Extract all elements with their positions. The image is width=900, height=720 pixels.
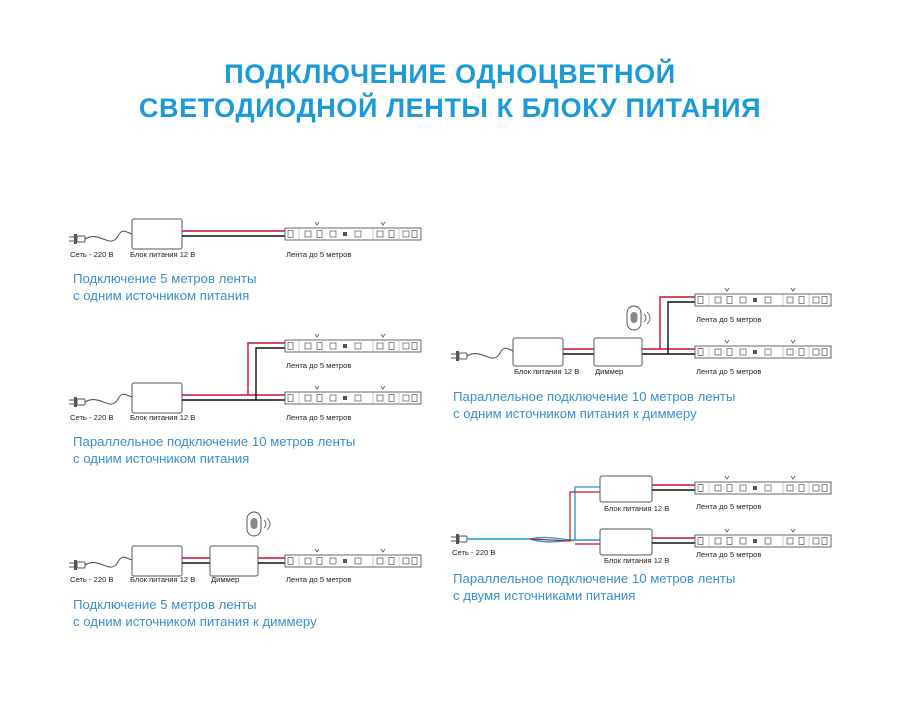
page-title-line1: ПОДКЛЮЧЕНИЕ ОДНОЦВЕТНОЙ	[224, 59, 676, 89]
scheme-3-diagram	[68, 511, 422, 577]
scheme-4-caption-line1: Параллельное подключение 10 метров ленты	[453, 389, 736, 404]
scheme-2-diagram	[68, 333, 422, 414]
strip-label: Лента до 5 метров	[286, 575, 352, 584]
remote-control-icon	[626, 305, 651, 331]
psu-label: Блок питания 12 В	[130, 575, 196, 584]
mains-label: Сеть - 220 В	[452, 548, 496, 557]
dimmer-label: Диммер	[211, 575, 240, 584]
led-strip-icon	[284, 333, 422, 353]
scheme-5-caption: Параллельное подключение 10 метров ленты…	[453, 570, 735, 604]
strip-label: Лента до 5 метров	[696, 315, 762, 324]
remote-control-icon	[246, 511, 271, 537]
plug-icon	[68, 559, 86, 571]
led-strip-icon	[284, 221, 422, 241]
mains-label: Сеть - 220 В	[70, 250, 114, 259]
led-strip-icon	[694, 339, 832, 359]
led-strip-icon	[694, 475, 832, 495]
led-strip-icon	[284, 548, 422, 568]
plug-icon	[450, 350, 468, 362]
psu-box	[131, 545, 183, 577]
scheme-4-diagram	[450, 287, 832, 367]
dimmer-label: Диммер	[595, 367, 624, 376]
scheme-2-caption: Параллельное подключение 10 метров ленты…	[73, 433, 355, 467]
psu-box	[512, 337, 564, 367]
scheme-5-caption-line2: с двумя источниками питания	[453, 588, 636, 603]
psu-label: Блок питания 12 В	[130, 413, 196, 422]
mains-label: Сеть - 220 В	[70, 413, 114, 422]
scheme-4-caption: Параллельное подключение 10 метров ленты…	[453, 388, 735, 422]
scheme-2-caption-line1: Параллельное подключение 10 метров ленты	[73, 434, 356, 449]
psu-box	[599, 528, 653, 556]
led-strip-icon	[284, 385, 422, 405]
mains-label: Сеть - 220 В	[70, 575, 114, 584]
strip-label: Лента до 5 метров	[696, 550, 762, 559]
strip-label: Лента до 5 метров	[286, 413, 352, 422]
psu-label: Блок питания 12 В	[130, 250, 196, 259]
scheme-1-caption-line1: Подключение 5 метров ленты	[73, 271, 257, 286]
psu-box	[131, 382, 183, 414]
plug-icon	[68, 396, 86, 408]
scheme-4-caption-line2: с одним источником питания к диммеру	[453, 406, 697, 421]
scheme-3-caption-line1: Подключение 5 метров ленты	[73, 597, 257, 612]
dimmer-box	[209, 545, 259, 577]
strip-label: Лента до 5 метров	[286, 361, 352, 370]
strip-label: Лента до 5 метров	[286, 250, 352, 259]
scheme-1-diagram	[68, 218, 422, 250]
plug-icon	[450, 533, 468, 545]
led-strip-icon	[694, 528, 832, 548]
strip-label: Лента до 5 метров	[696, 367, 762, 376]
scheme-5-caption-line1: Параллельное подключение 10 метров ленты	[453, 571, 736, 586]
psu-label: Блок питания 12 В	[514, 367, 580, 376]
psu-label: Блок питания 12 В	[604, 504, 670, 513]
page-title-line2: СВЕТОДИОДНОЙ ЛЕНТЫ К БЛОКУ ПИТАНИЯ	[138, 93, 762, 123]
psu-box	[131, 218, 183, 250]
scheme-3-caption: Подключение 5 метров ленты с одним источ…	[73, 596, 317, 630]
psu-box	[599, 475, 653, 503]
plug-icon	[68, 233, 86, 245]
scheme-2-caption-line2: с одним источником питания	[73, 451, 250, 466]
led-strip-icon	[694, 287, 832, 307]
strip-label: Лента до 5 метров	[696, 502, 762, 511]
scheme-1-caption-line2: с одним источником питания	[73, 288, 250, 303]
scheme-5-diagram	[450, 475, 832, 556]
psu-label: Блок питания 12 В	[604, 556, 670, 565]
dimmer-box	[593, 337, 643, 367]
scheme-3-caption-line2: с одним источником питания к диммеру	[73, 614, 317, 629]
scheme-1-caption: Подключение 5 метров ленты с одним источ…	[73, 270, 256, 304]
